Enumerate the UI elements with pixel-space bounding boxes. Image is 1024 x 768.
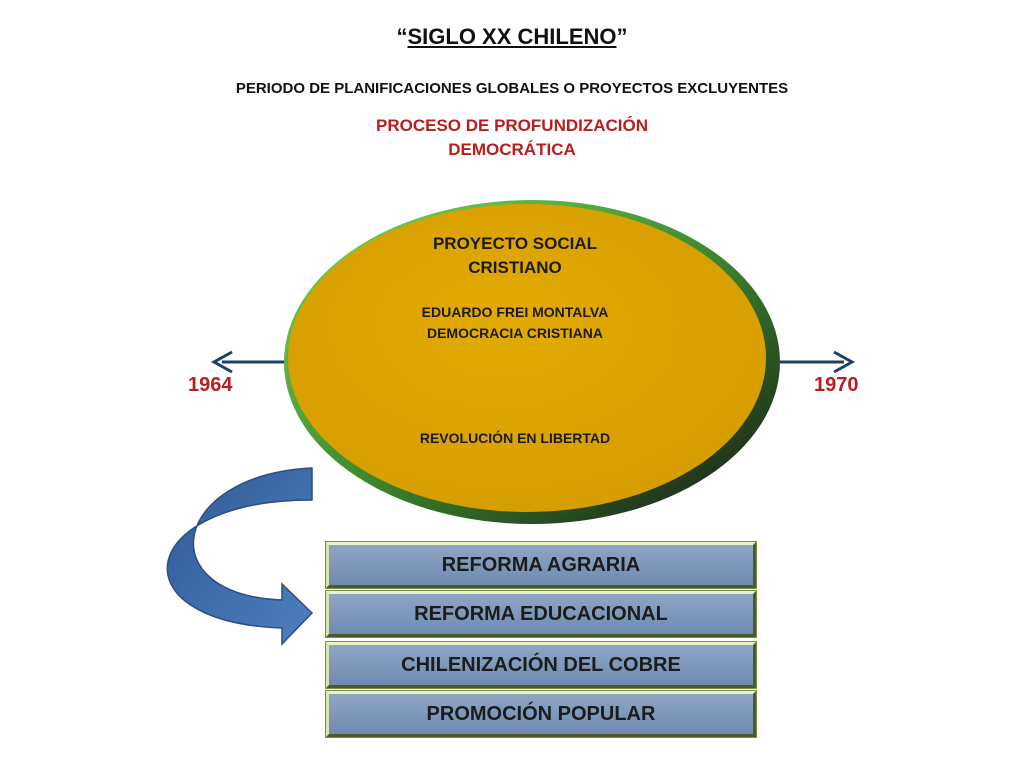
project-ellipse	[284, 200, 780, 524]
reform-box-promocion: PROMOCIÓN POPULAR	[325, 690, 757, 738]
title-close-quote: ”	[616, 24, 628, 49]
curved-arrow	[166, 467, 314, 646]
slide-title: “SIGLO XX CHILENO”	[0, 24, 1024, 50]
project-leader-line2: DEMOCRACIA CRISTIANA	[426, 325, 604, 341]
reform-box-agraria: REFORMA AGRARIA	[325, 541, 757, 589]
timeline-arrow	[210, 350, 856, 374]
start-year-label: 1964	[188, 374, 233, 396]
slide-subtitle: PERIODO DE PLANIFICACIONES GLOBALES O PR…	[235, 80, 789, 97]
project-title: PROYECTO SOCIAL CRISTIANO	[300, 232, 730, 280]
process-heading-line1: PROCESO DE PROFUNDIZACIÓN	[375, 116, 649, 135]
process-heading: PROCESO DE PROFUNDIZACIÓN DEMOCRÁTICA	[0, 114, 1024, 162]
process-heading-line2: DEMOCRÁTICA	[448, 140, 576, 159]
project-title-line2: CRISTIANO	[468, 258, 562, 277]
reform-box-cobre: CHILENIZACIÓN DEL COBRE	[325, 641, 757, 689]
project-leader: EDUARDO FREI MONTALVA DEMOCRACIA CRISTIA…	[300, 302, 730, 344]
project-title-line1: PROYECTO SOCIAL	[432, 234, 598, 253]
end-year-label: 1970	[814, 374, 859, 396]
title-open-quote: “	[396, 24, 408, 49]
reform-box-educacional: REFORMA EDUCACIONAL	[325, 590, 757, 638]
project-leader-line1: EDUARDO FREI MONTALVA	[421, 304, 609, 320]
title-text: SIGLO XX CHILENO	[407, 24, 617, 49]
project-slogan: REVOLUCIÓN EN LIBERTAD	[419, 430, 611, 446]
